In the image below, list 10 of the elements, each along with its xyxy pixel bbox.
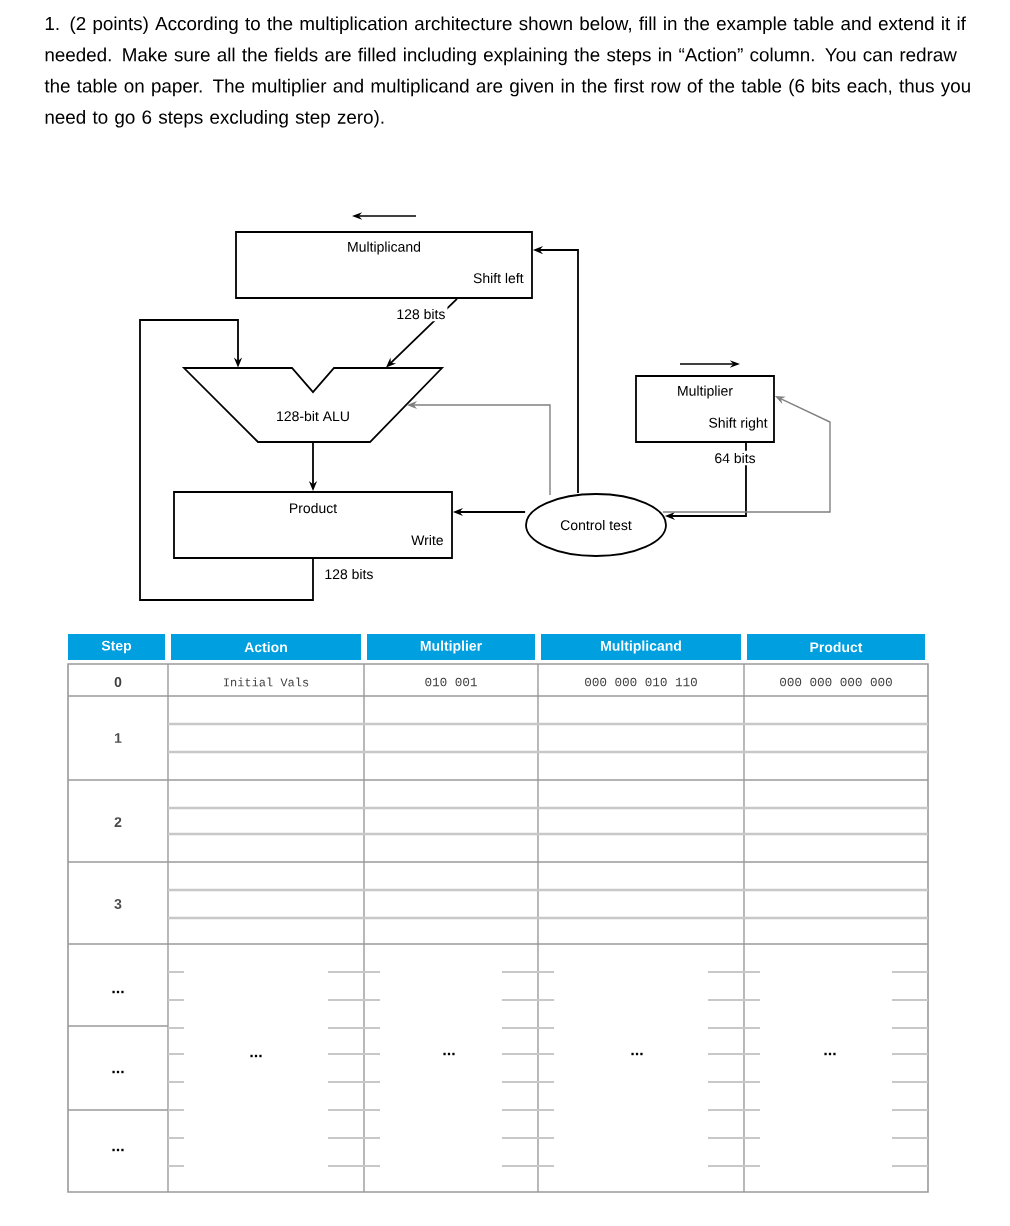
ellipsis: ... [443,1052,455,1056]
ellipsis: ... [112,1148,124,1152]
ellipsis: ... [112,990,124,994]
ellipsis: ... [250,1054,262,1058]
question-text: 1. (2 points) According to the multiplication architecture shown below, fill in the example table and extend it if needed. Make sure all the fields are filled including explaining the steps in “Action” column. You can redraw the table on paper. The multiplier and multiplicand are given in the first row of the table (6 bits each, thus you need to go 6 steps excluding step zero). [44,16,970,128]
ellipsis: ... [631,1052,643,1056]
ellipsis: ... [112,1070,124,1074]
ellipsis: ... [824,1052,836,1056]
arrow [139,319,314,601]
arrow [662,396,831,513]
